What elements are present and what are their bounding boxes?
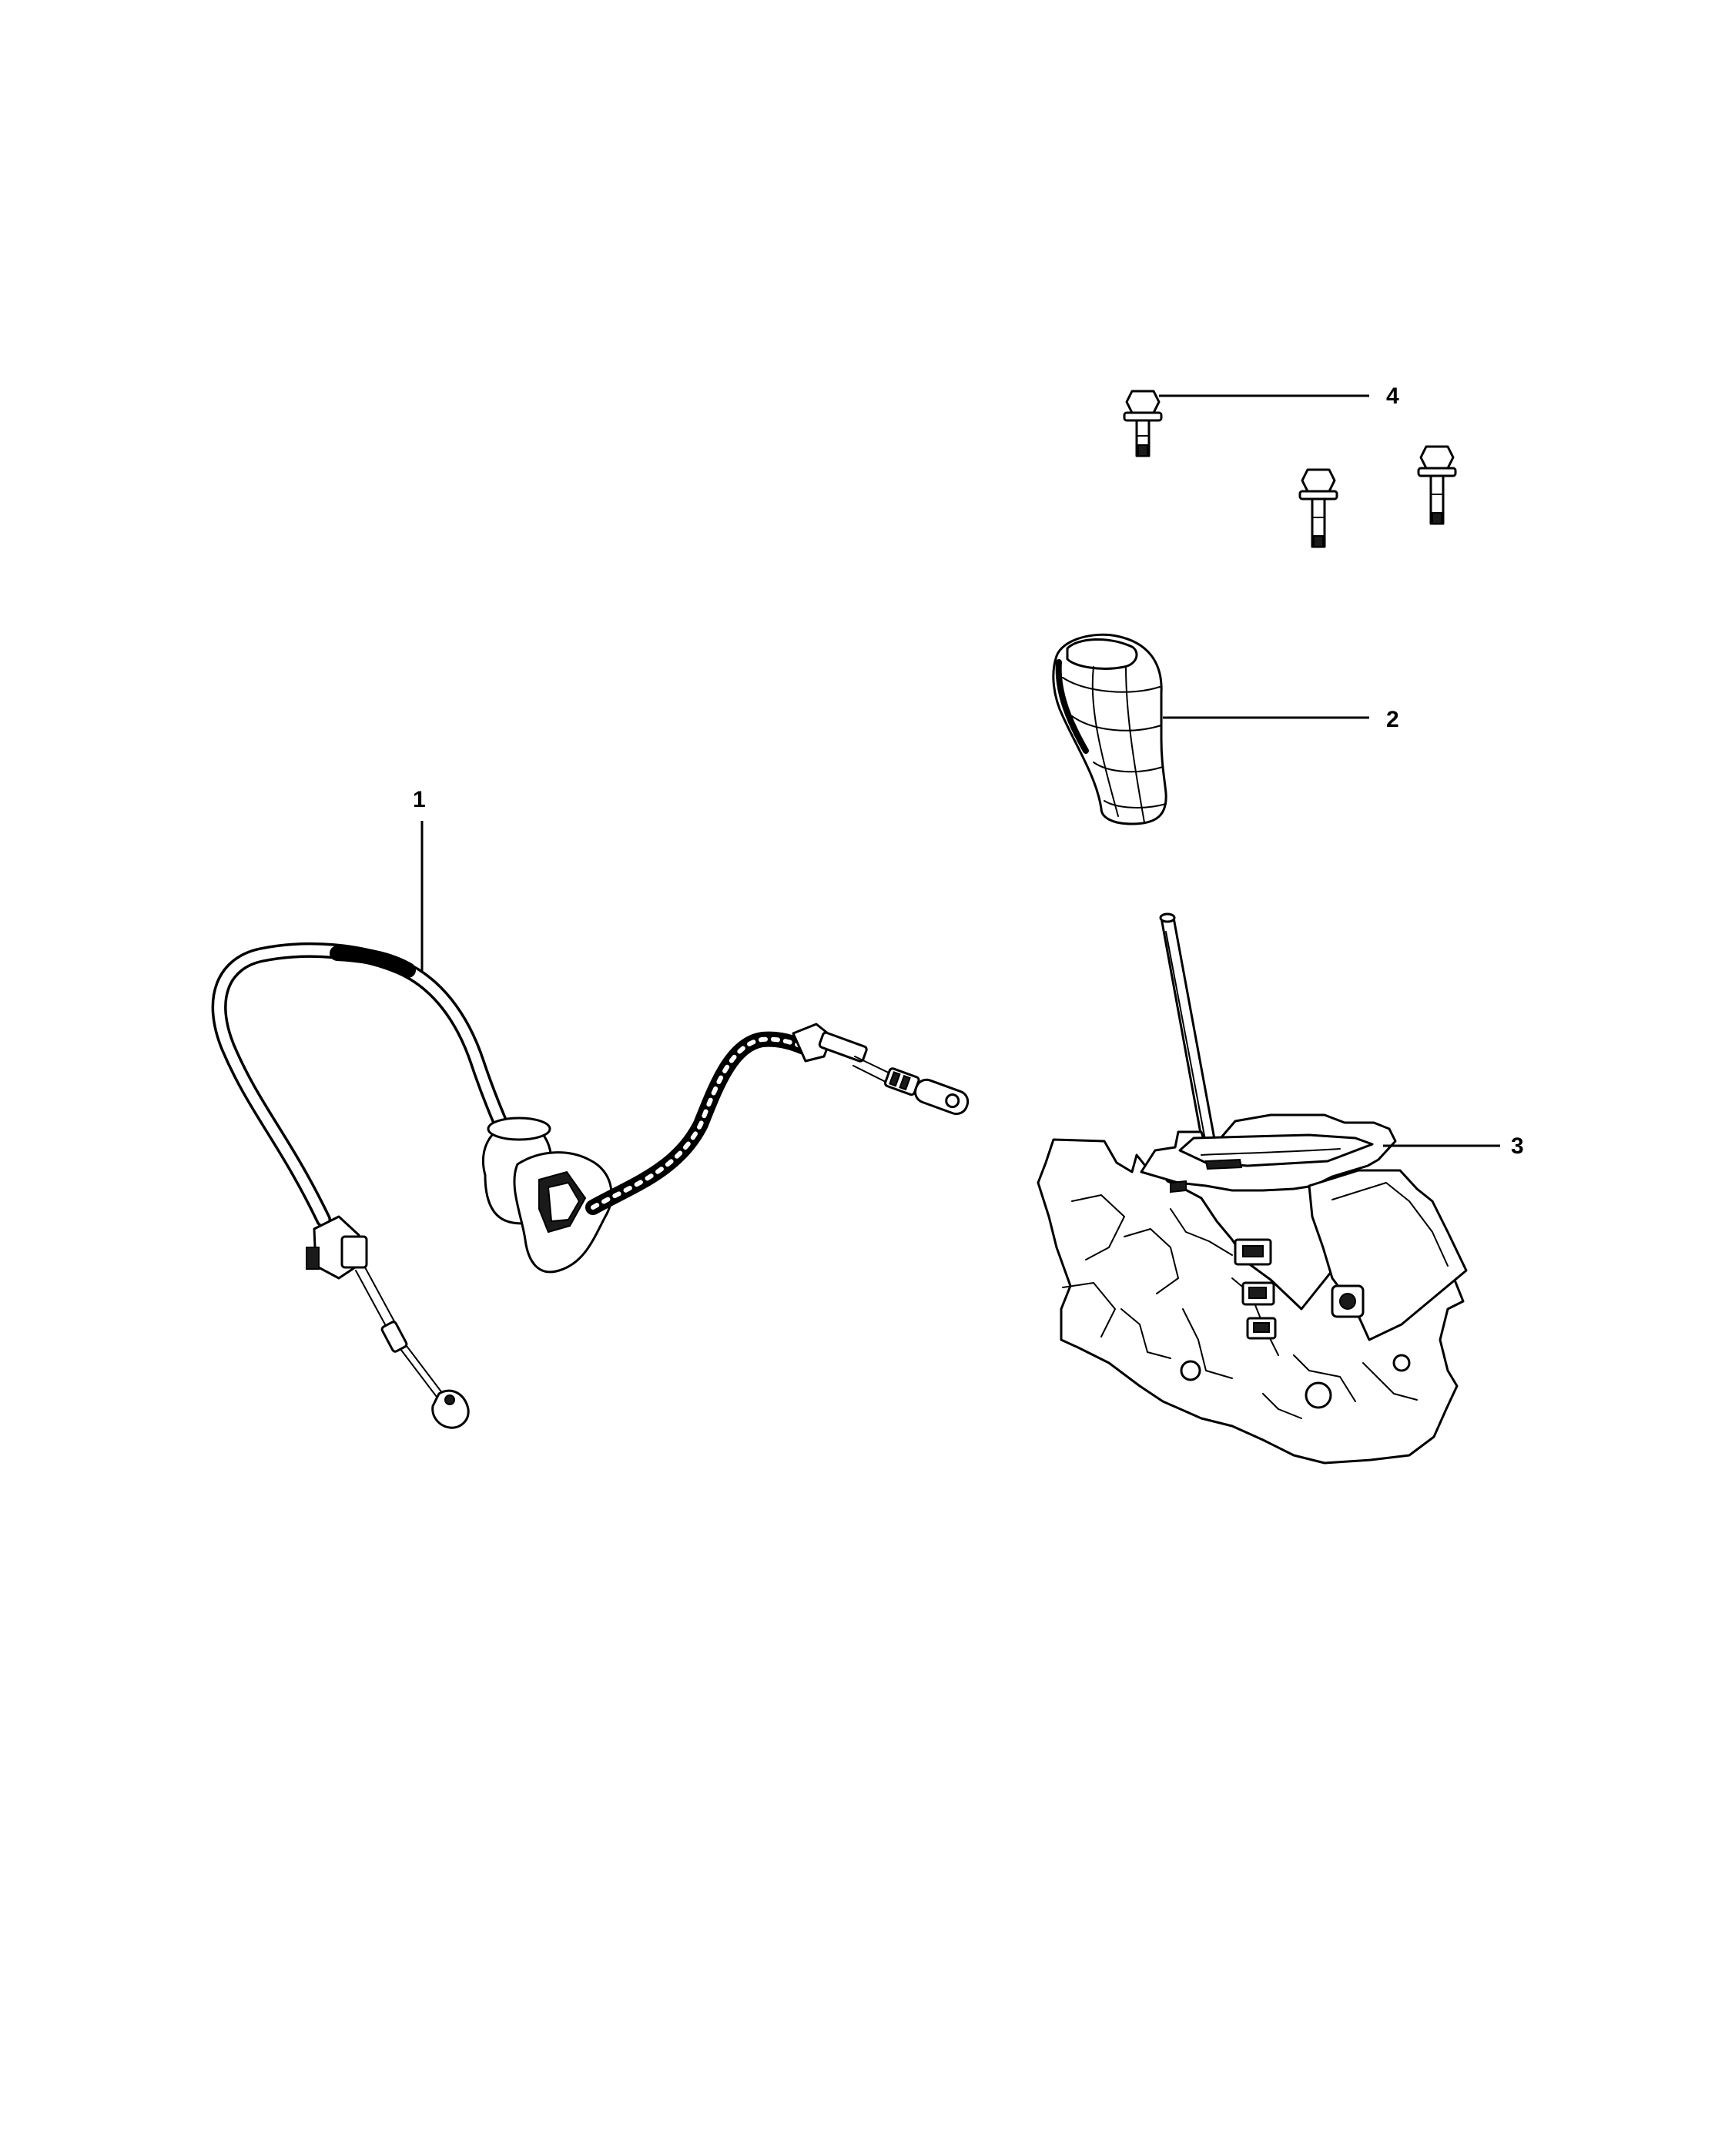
callout-2-label: 2 xyxy=(1386,707,1399,732)
bolt-illustration-3[interactable] xyxy=(1417,445,1457,525)
callout-1-label: 1 xyxy=(413,787,426,812)
shift-knob-illustration[interactable] xyxy=(1052,633,1167,825)
callout-3-label: 3 xyxy=(1511,1133,1524,1159)
bolt-illustration-1[interactable] xyxy=(1123,390,1163,457)
gearshift-cable-illustration[interactable] xyxy=(211,942,971,1429)
callout-4-label: 4 xyxy=(1386,383,1399,409)
shifter-assembly-illustration[interactable] xyxy=(1037,912,1468,1465)
bolt-illustration-2[interactable] xyxy=(1298,468,1338,548)
